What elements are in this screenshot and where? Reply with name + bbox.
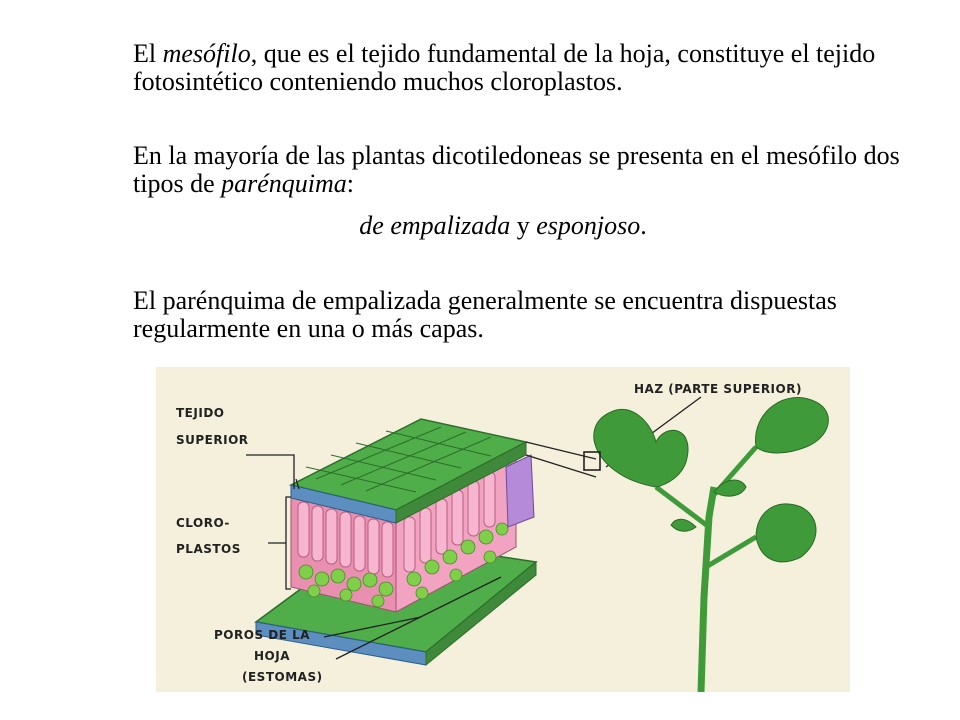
paragraph-dicotiledoneas: En la mayoría de las plantas dicotiledon…: [133, 142, 913, 198]
palisade-cells: [297, 471, 496, 578]
types-conjunction: y: [510, 211, 537, 240]
term-mesofilo: mesófilo: [162, 39, 251, 68]
label-tejido: TEJIDO: [176, 406, 224, 420]
label-hoja: HOJA: [254, 649, 290, 663]
paragraph2-pre: En la mayoría de las plantas dicotiledon…: [133, 141, 900, 198]
plant-illustration: [593, 397, 829, 692]
paragraph-mesofilo: El mesófilo, que es el tejido fundamenta…: [133, 40, 913, 96]
highlight-box: [583, 451, 601, 471]
upper-epidermis: [288, 418, 529, 524]
type-esponjoso: esponjoso: [536, 211, 641, 240]
figure-illustration: TEJIDO SUPERIOR CLORO- PLASTOS POROS DE …: [156, 367, 850, 692]
types-end: .: [640, 211, 647, 240]
leaf-cross-section-figure: TEJIDO SUPERIOR CLORO- PLASTOS POROS DE …: [156, 367, 850, 692]
paragraph1-post: , que es el tejido fundamental de la hoj…: [133, 39, 876, 96]
type-empalizada: de empalizada: [359, 211, 511, 240]
term-parenquima: parénquima: [221, 169, 347, 198]
paragraph1-pre: El: [133, 39, 163, 68]
label-estomas: (ESTOMAS): [242, 670, 323, 684]
chloroplast-dots: [298, 522, 509, 608]
label-haz: HAZ (PARTE SUPERIOR): [634, 382, 802, 396]
parenchyma-types-line: de empalizada y esponjoso.: [0, 212, 960, 240]
label-poros: POROS DE LA: [214, 628, 310, 642]
paragraph2-post: :: [346, 169, 355, 198]
label-plastos: PLASTOS: [176, 542, 241, 556]
paragraph-empalizada: El parénquima de empalizada generalmente…: [133, 286, 837, 343]
side-cells: [505, 454, 535, 528]
label-superior: SUPERIOR: [176, 433, 249, 447]
label-cloro: CLORO-: [176, 516, 230, 530]
